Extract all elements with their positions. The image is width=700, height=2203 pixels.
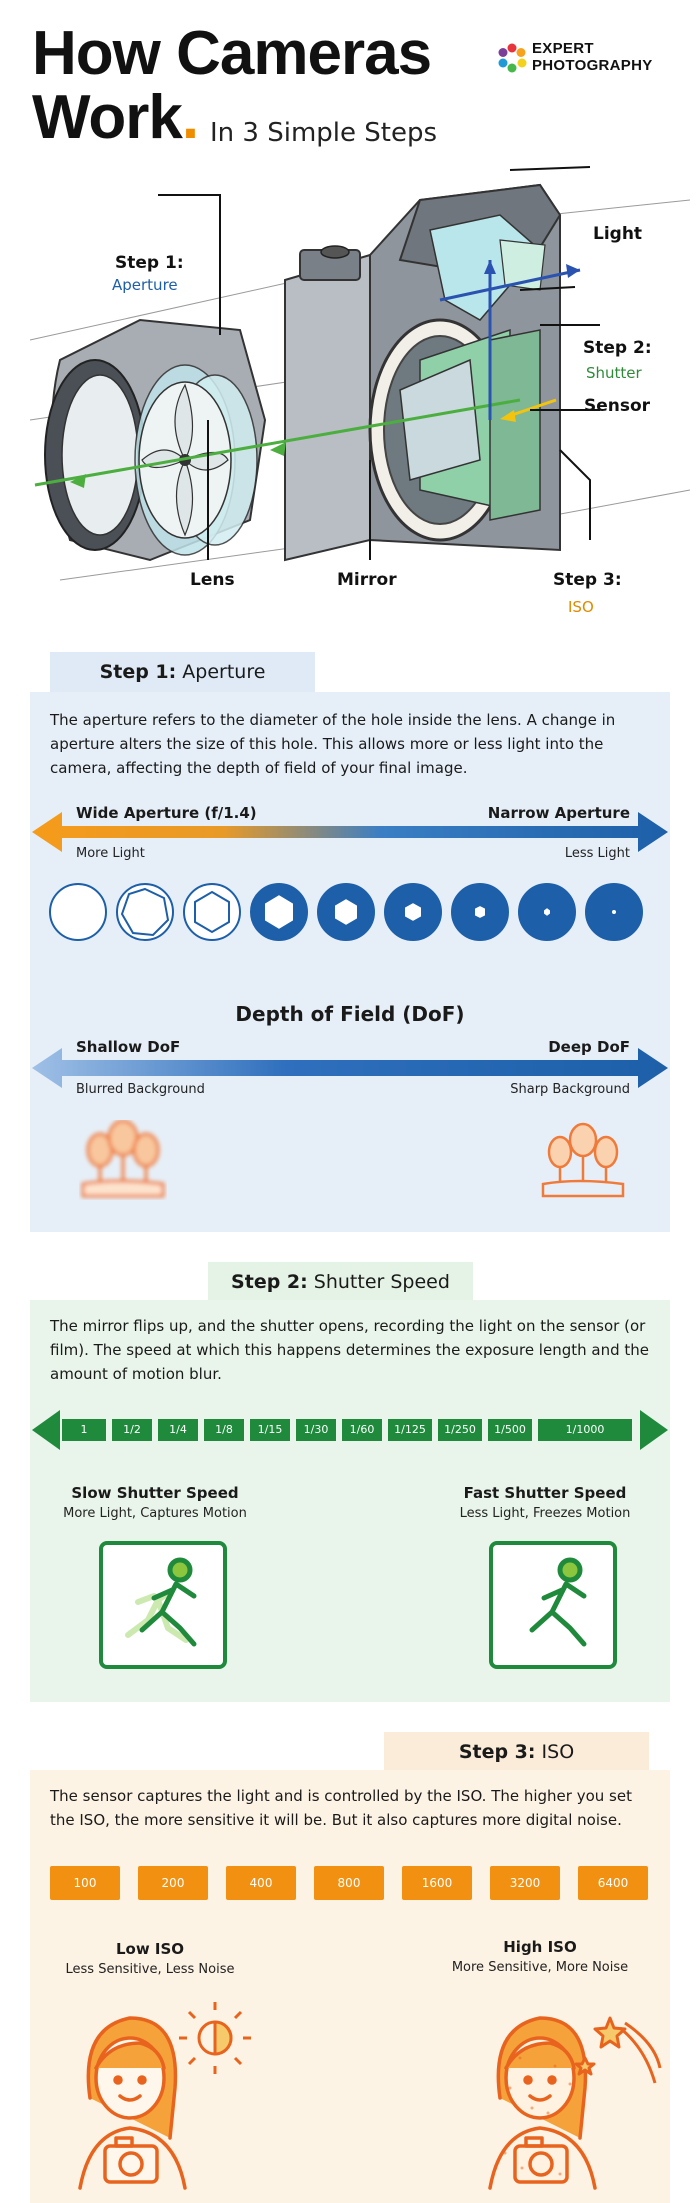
aperture-stop-2 xyxy=(116,883,174,941)
speed-1-30: 1/30 xyxy=(296,1419,336,1441)
title-line-1: How Cameras xyxy=(32,19,432,88)
deep-dof-label: Deep DoF xyxy=(548,1038,630,1056)
page-subtitle: In 3 Simple Steps xyxy=(210,118,438,148)
low-iso-title: Low ISO xyxy=(115,1940,185,1958)
speed-1-2: 1/2 xyxy=(112,1419,152,1441)
step1-tab: Step 1: Aperture xyxy=(50,652,315,692)
high-iso-title: High ISO xyxy=(503,1938,577,1956)
sharp-background-label: Sharp Background xyxy=(510,1082,630,1097)
diagram-step1-label: Step 1: xyxy=(115,253,184,273)
iso-100: 100 xyxy=(50,1866,120,1900)
aperture-stop-5 xyxy=(317,883,375,941)
fast-shutter-sub: Less Light, Freezes Motion xyxy=(459,1506,631,1521)
dof-title: Depth of Field (DoF) xyxy=(235,1002,465,1026)
step1-aperture-section: Step 1: Aperture The aperture refers to … xyxy=(30,652,670,1232)
aperture-stop-9 xyxy=(585,883,643,941)
low-iso-sub: Less Sensitive, Less Noise xyxy=(65,1962,235,1977)
aperture-stop-8 xyxy=(518,883,576,941)
aperture-logo-icon xyxy=(498,43,527,73)
page-title: How Cameras Work. xyxy=(32,19,432,150)
aperture-stop-7 xyxy=(451,883,509,941)
photographer-low-iso-icon xyxy=(78,2002,251,2190)
step2-tab-rest: Shutter Speed xyxy=(313,1271,450,1293)
aperture-stops-row xyxy=(49,883,643,941)
step1-description: The aperture refers to the diameter of t… xyxy=(50,711,616,777)
title-dot: . xyxy=(181,83,199,152)
camera-diagram xyxy=(29,166,691,581)
iso-200: 200 xyxy=(138,1866,208,1900)
iso-400: 400 xyxy=(226,1866,296,1900)
iso-1600: 1600 xyxy=(402,1866,472,1900)
step3-tab-rest: ISO xyxy=(541,1741,575,1763)
photographer-high-iso-icon xyxy=(488,2016,662,2190)
speed-1: 1 xyxy=(62,1419,106,1441)
sharp-trees-icon xyxy=(541,1122,625,1198)
iso-scale: 100 200 400 800 1600 3200 6400 xyxy=(50,1866,650,1900)
slow-shutter-title: Slow Shutter Speed xyxy=(71,1484,239,1502)
aperture-stop-6 xyxy=(384,883,442,941)
speed-1-15: 1/15 xyxy=(250,1419,290,1441)
diagram-step2-label: Step 2: xyxy=(583,338,652,358)
blurred-trees-icon xyxy=(81,1120,165,1198)
camera-body-shape xyxy=(284,183,562,562)
speed-1-250: 1/250 xyxy=(438,1419,482,1441)
narrow-aperture-label: Narrow Aperture xyxy=(487,804,630,822)
speed-1-60: 1/60 xyxy=(342,1419,382,1441)
shallow-dof-label: Shallow DoF xyxy=(76,1038,181,1056)
diagram-step3-sub: ISO xyxy=(568,598,594,616)
speed-1-4: 1/4 xyxy=(158,1419,198,1441)
running-man-frozen-icon xyxy=(489,1541,617,1669)
blurred-background-label: Blurred Background xyxy=(76,1082,205,1097)
diagram-step2-sub: Shutter xyxy=(586,364,642,382)
logo-line-1: EXPERT xyxy=(532,40,594,57)
speed-1-1000: 1/1000 xyxy=(538,1419,632,1441)
step1-tab-bold: Step 1: xyxy=(99,661,177,683)
high-iso-sub: More Sensitive, More Noise xyxy=(451,1960,629,1975)
title-line-2: Work. xyxy=(32,86,431,150)
diagram-step3-label: Step 3: xyxy=(553,570,622,590)
light-path-arrows xyxy=(34,260,581,488)
aperture-gradient-arrow xyxy=(32,812,668,852)
more-light-label: More Light xyxy=(76,846,145,861)
lens-shape xyxy=(44,318,267,562)
fast-shutter-title: Fast Shutter Speed xyxy=(463,1484,627,1502)
title-word-work: Work xyxy=(32,83,183,152)
brand-logo[interactable]: EXPERT PHOTOGRAPHY xyxy=(496,40,686,80)
iso-6400: 6400 xyxy=(578,1866,648,1900)
aperture-stop-4 xyxy=(250,883,308,941)
speed-1-125: 1/125 xyxy=(388,1419,432,1441)
speed-1-8: 1/8 xyxy=(204,1419,244,1441)
step2-description: The mirror flips up, and the shutter ope… xyxy=(50,1317,649,1383)
step1-tab-rest: Aperture xyxy=(182,661,266,683)
speed-1-500: 1/500 xyxy=(488,1419,532,1441)
dof-gradient-arrow xyxy=(32,1048,668,1088)
diagram-lens-label: Lens xyxy=(190,570,235,590)
logo-text: EXPERT PHOTOGRAPHY xyxy=(532,40,653,74)
step2-tab: Step 2: Shutter Speed xyxy=(208,1262,473,1302)
diagram-sensor-label: Sensor xyxy=(584,396,651,416)
half-sun-glyph xyxy=(179,2002,251,2074)
running-man-blur-icon xyxy=(99,1541,227,1669)
leader-lines xyxy=(158,166,600,560)
iso-3200: 3200 xyxy=(490,1866,560,1900)
shutter-speed-scale: 1 1/2 1/4 1/8 1/15 1/30 1/60 1/125 1/250… xyxy=(30,1419,670,1441)
step2-tab-bold: Step 2: xyxy=(231,1271,308,1293)
noise-dots xyxy=(503,2056,572,2176)
shutter-arrow xyxy=(32,1410,668,1450)
diagram-light-label: Light xyxy=(593,224,643,244)
logo-line-2: PHOTOGRAPHY xyxy=(532,57,653,74)
less-light-label: Less Light xyxy=(564,846,630,861)
step3-description: The sensor captures the light and is con… xyxy=(50,1787,632,1829)
stars-glyph xyxy=(574,2016,662,2084)
iso-800: 800 xyxy=(314,1866,384,1900)
slow-shutter-sub: More Light, Captures Motion xyxy=(63,1506,247,1521)
step3-iso-section: Step 3: ISO The sensor captures the ligh… xyxy=(30,1732,670,2203)
step3-tab: Step 3: ISO xyxy=(384,1732,649,1772)
diagram-mirror-label: Mirror xyxy=(337,570,397,590)
diagram-step1-sub: Aperture xyxy=(112,276,178,294)
wide-aperture-label: Wide Aperture (f/1.4) xyxy=(76,804,257,822)
step3-tab-bold: Step 3: xyxy=(458,1741,536,1763)
aperture-stop-3 xyxy=(183,883,241,941)
step2-shutter-section: Step 2: Shutter Speed The mirror flips u… xyxy=(30,1262,670,1702)
